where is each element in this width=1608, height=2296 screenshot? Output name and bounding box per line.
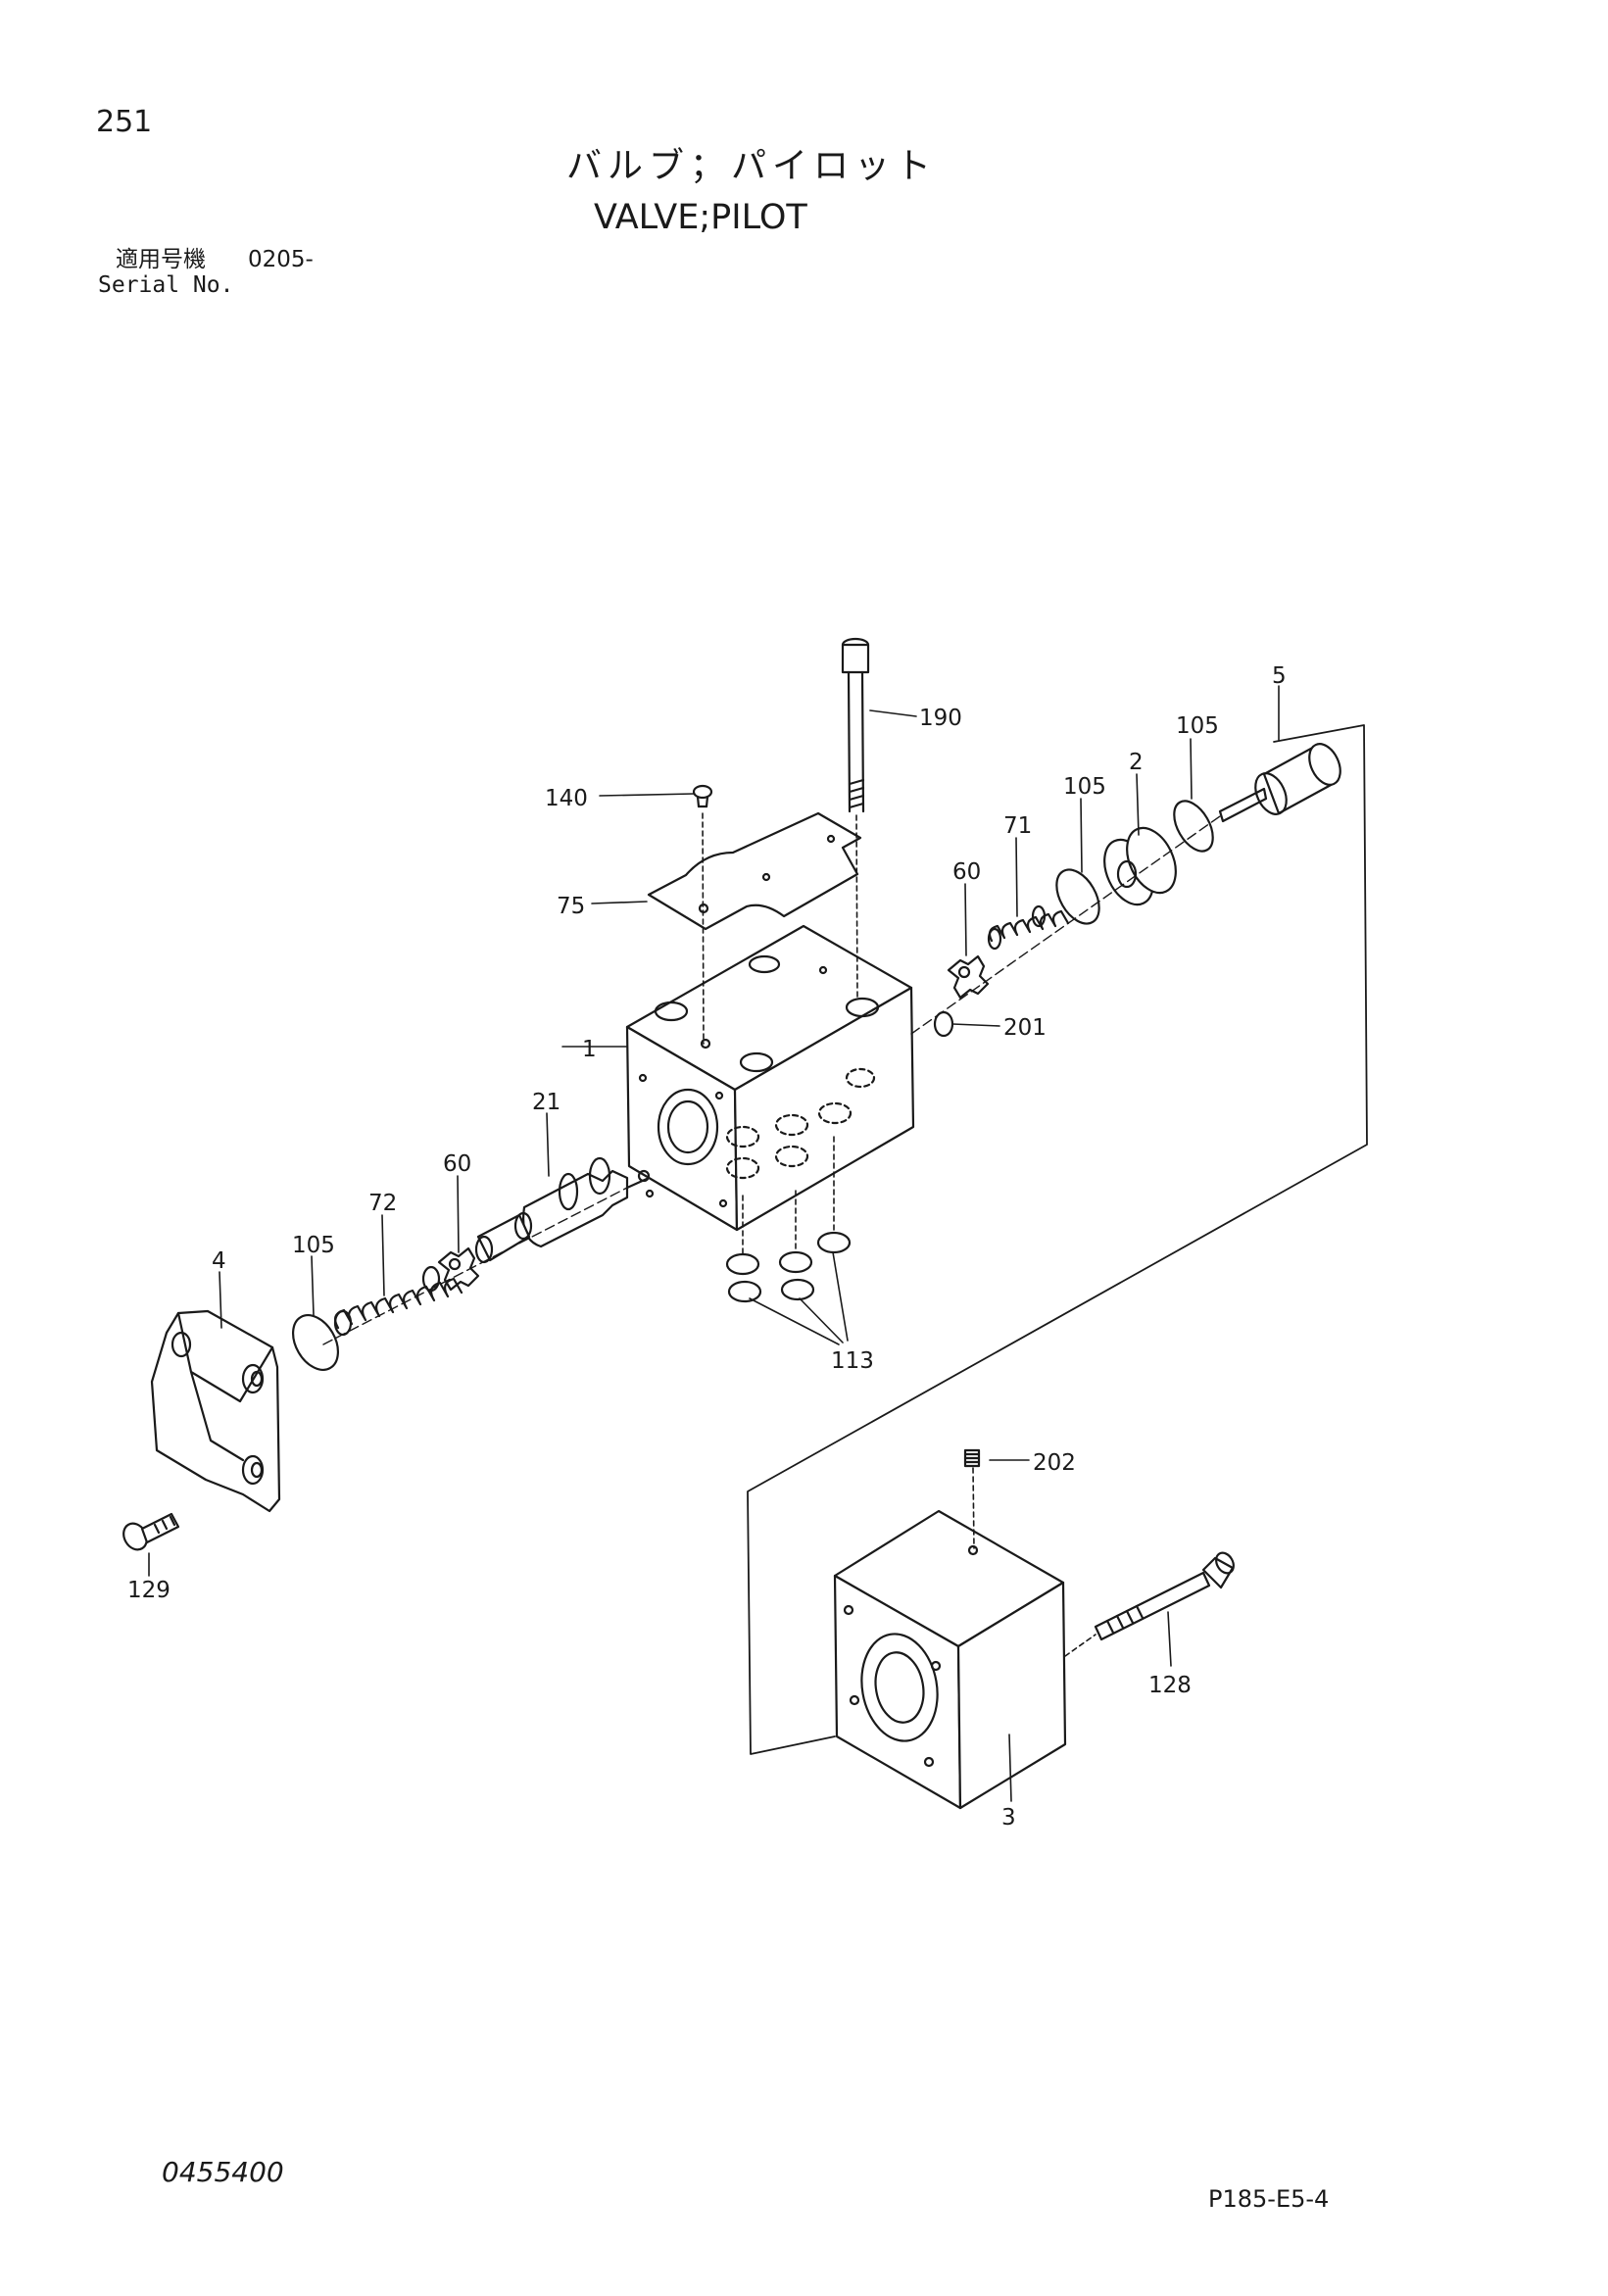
plug-2-drawing [1103, 826, 1177, 906]
serial-value: 0205- [248, 247, 314, 272]
spool-21-drawing [522, 1156, 651, 1248]
callout-label: 105 [292, 1233, 335, 1258]
o-ring-105-right-drawing [1173, 800, 1214, 853]
block-3-drawing [833, 1509, 1067, 1810]
callout-label: 75 [557, 894, 585, 919]
callout-label: 190 [919, 706, 962, 731]
callout-label: 3 [1001, 1805, 1016, 1831]
o-ring-105-mid-drawing [1055, 868, 1100, 925]
callout-label: 5 [1272, 663, 1287, 689]
callout-label: 2 [1129, 750, 1144, 775]
callout-label: 128 [1148, 1673, 1192, 1698]
bolt-128-drawing [1064, 1551, 1235, 1657]
callout-label: 60 [443, 1151, 471, 1177]
page-code: P185-E5-4 [1208, 2185, 1330, 2213]
washer-60-right-drawing [947, 954, 990, 1000]
callout-label: 71 [1003, 813, 1032, 839]
title-japanese: バルブ；パイロット [566, 146, 938, 186]
callout-label: 140 [545, 786, 588, 811]
bolt-190-drawing [841, 637, 870, 1001]
bolt-129-drawing [122, 1512, 180, 1551]
o-ring-105-left-drawing [291, 1314, 340, 1371]
document-number: 0455400 [162, 2156, 284, 2188]
o-rings-113-drawing [725, 1136, 852, 1303]
callout-label: 1 [582, 1037, 597, 1062]
piston-5-drawing [1218, 743, 1341, 823]
callout-label: 105 [1063, 774, 1106, 800]
callout-label: 60 [952, 859, 981, 885]
callout-label: 105 [1176, 713, 1219, 739]
spring-71-drawing [987, 904, 1070, 951]
callout-label: 21 [532, 1090, 560, 1115]
screw-140-drawing [692, 784, 713, 1045]
callout-label: 201 [1003, 1015, 1047, 1041]
cover-plate-drawing [647, 811, 862, 931]
plug-202-drawing [963, 1448, 981, 1549]
serial-label-japanese: 適用号機 [116, 247, 206, 272]
callout-label: 4 [212, 1248, 226, 1274]
valve-body-drawing [625, 924, 915, 1232]
callout-label: 202 [1033, 1450, 1076, 1476]
callout-label: 129 [127, 1578, 171, 1603]
spring-seat-drawing [474, 1211, 533, 1264]
title-english: VALVE;PILOT [594, 198, 807, 237]
serial-label-english: Serial No. [98, 272, 234, 298]
cover-4-drawing [150, 1309, 281, 1513]
washer-60-left-drawing [437, 1246, 480, 1292]
spring-72-drawing [333, 1265, 463, 1337]
callout-label: 113 [831, 1348, 874, 1374]
page-number: 251 [96, 105, 153, 139]
callout-label: 72 [368, 1191, 397, 1216]
